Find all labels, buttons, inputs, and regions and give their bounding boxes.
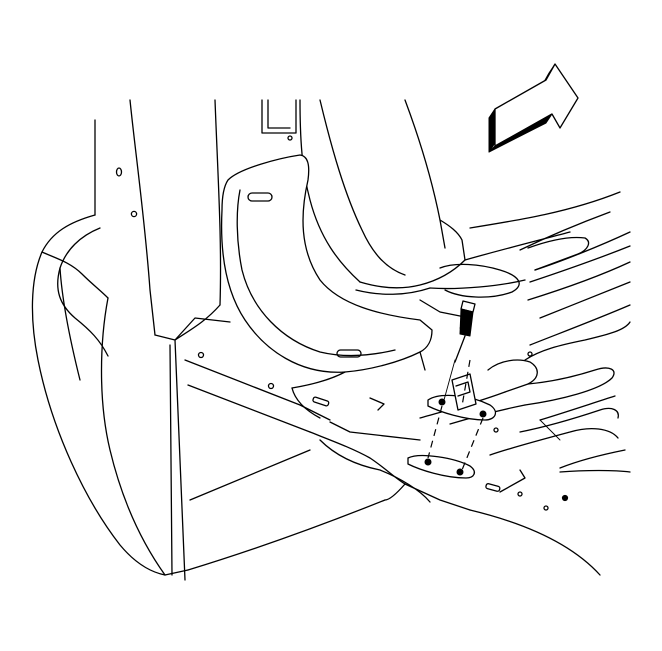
forward-direction-arrow-icon [488, 63, 579, 153]
anchor-bracket [407, 359, 497, 479]
floor-sill [174, 317, 471, 571]
bolt-icon [454, 300, 476, 363]
cargo-floor [419, 191, 631, 576]
body-side-panel [31, 214, 189, 576]
wheelhouse [261, 99, 466, 295]
seat-support-bracket [220, 154, 433, 389]
rear-pillar [94, 99, 222, 581]
